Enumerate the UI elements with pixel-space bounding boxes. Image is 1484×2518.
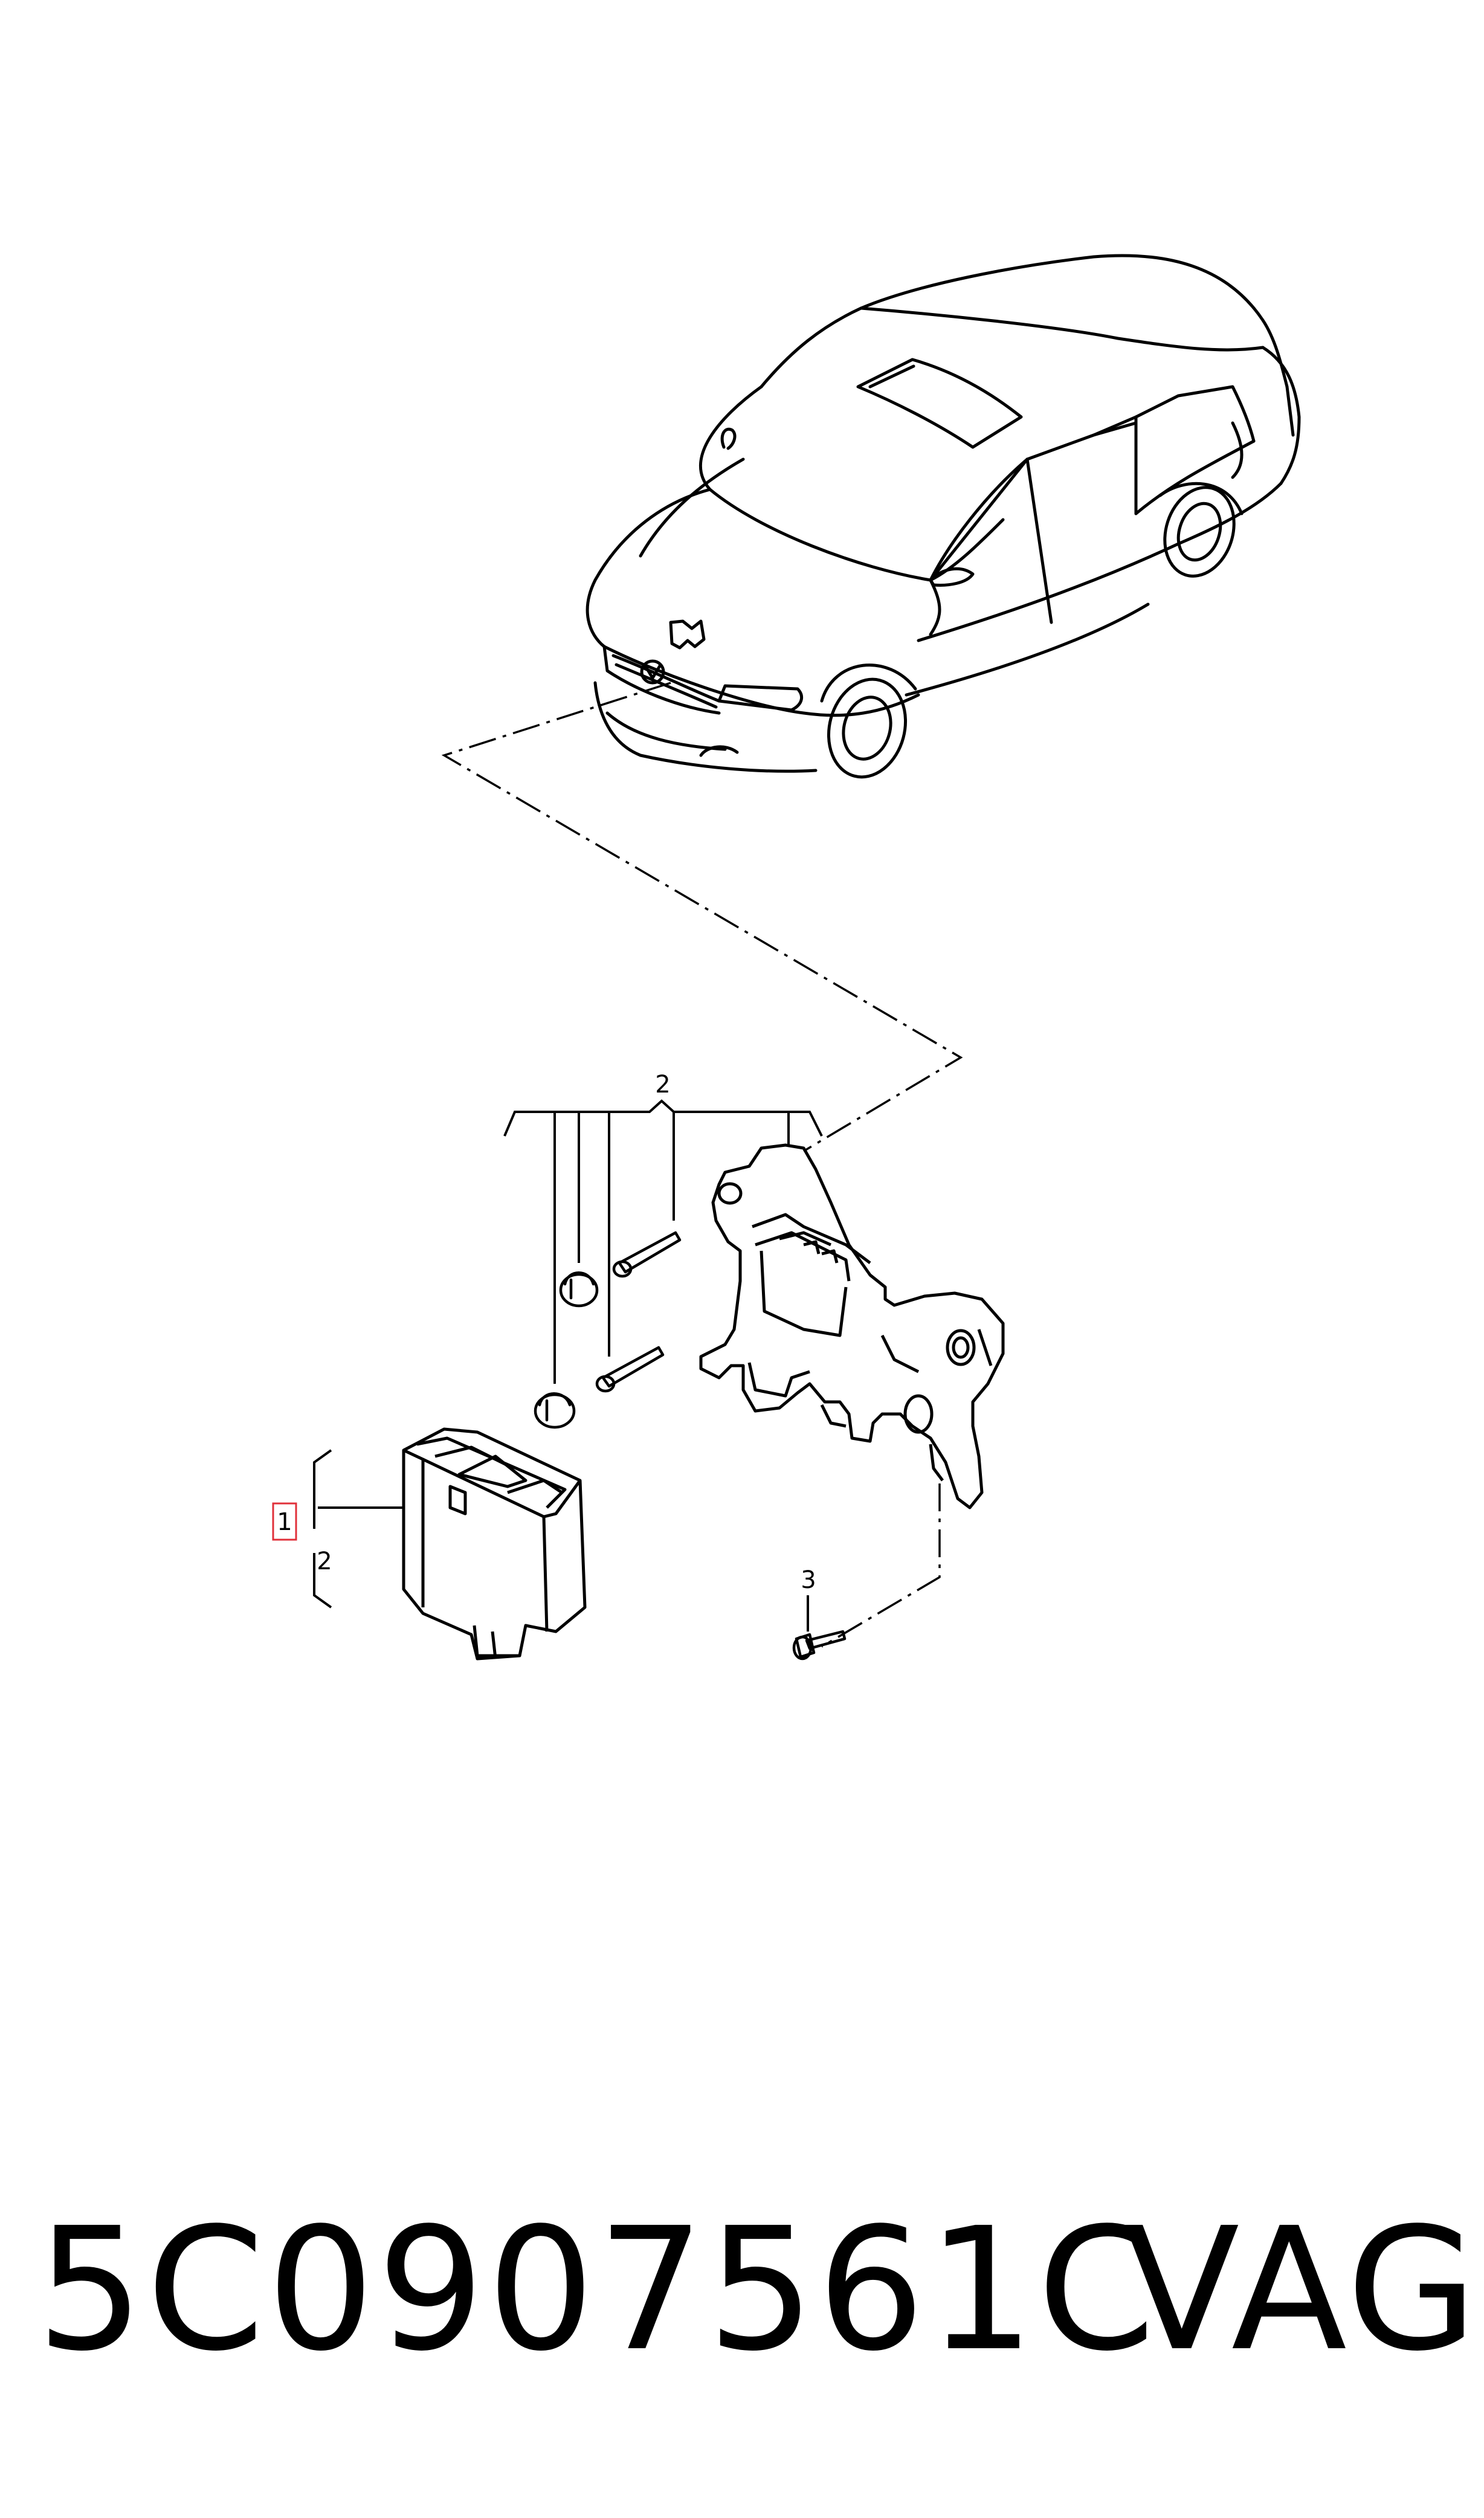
part-number-label: 5C0907561C bbox=[36, 2192, 1158, 2389]
brand-label: VAG bbox=[1124, 2192, 1480, 2389]
mounting-bracket bbox=[699, 1143, 1005, 1509]
part-1-highlight-box bbox=[272, 1502, 297, 1541]
fasteners bbox=[534, 1231, 847, 1661]
control-unit-module bbox=[402, 1427, 587, 1661]
callout-1: 1 bbox=[277, 1508, 292, 1536]
car-illustration bbox=[586, 254, 1301, 779]
leader-lines bbox=[441, 682, 963, 1648]
callout-3: 3 bbox=[801, 1566, 816, 1594]
callout-2-lower: 2 bbox=[317, 1548, 332, 1575]
callout-2-upper: 2 bbox=[655, 1071, 670, 1099]
callout-brackets bbox=[313, 1099, 823, 1632]
